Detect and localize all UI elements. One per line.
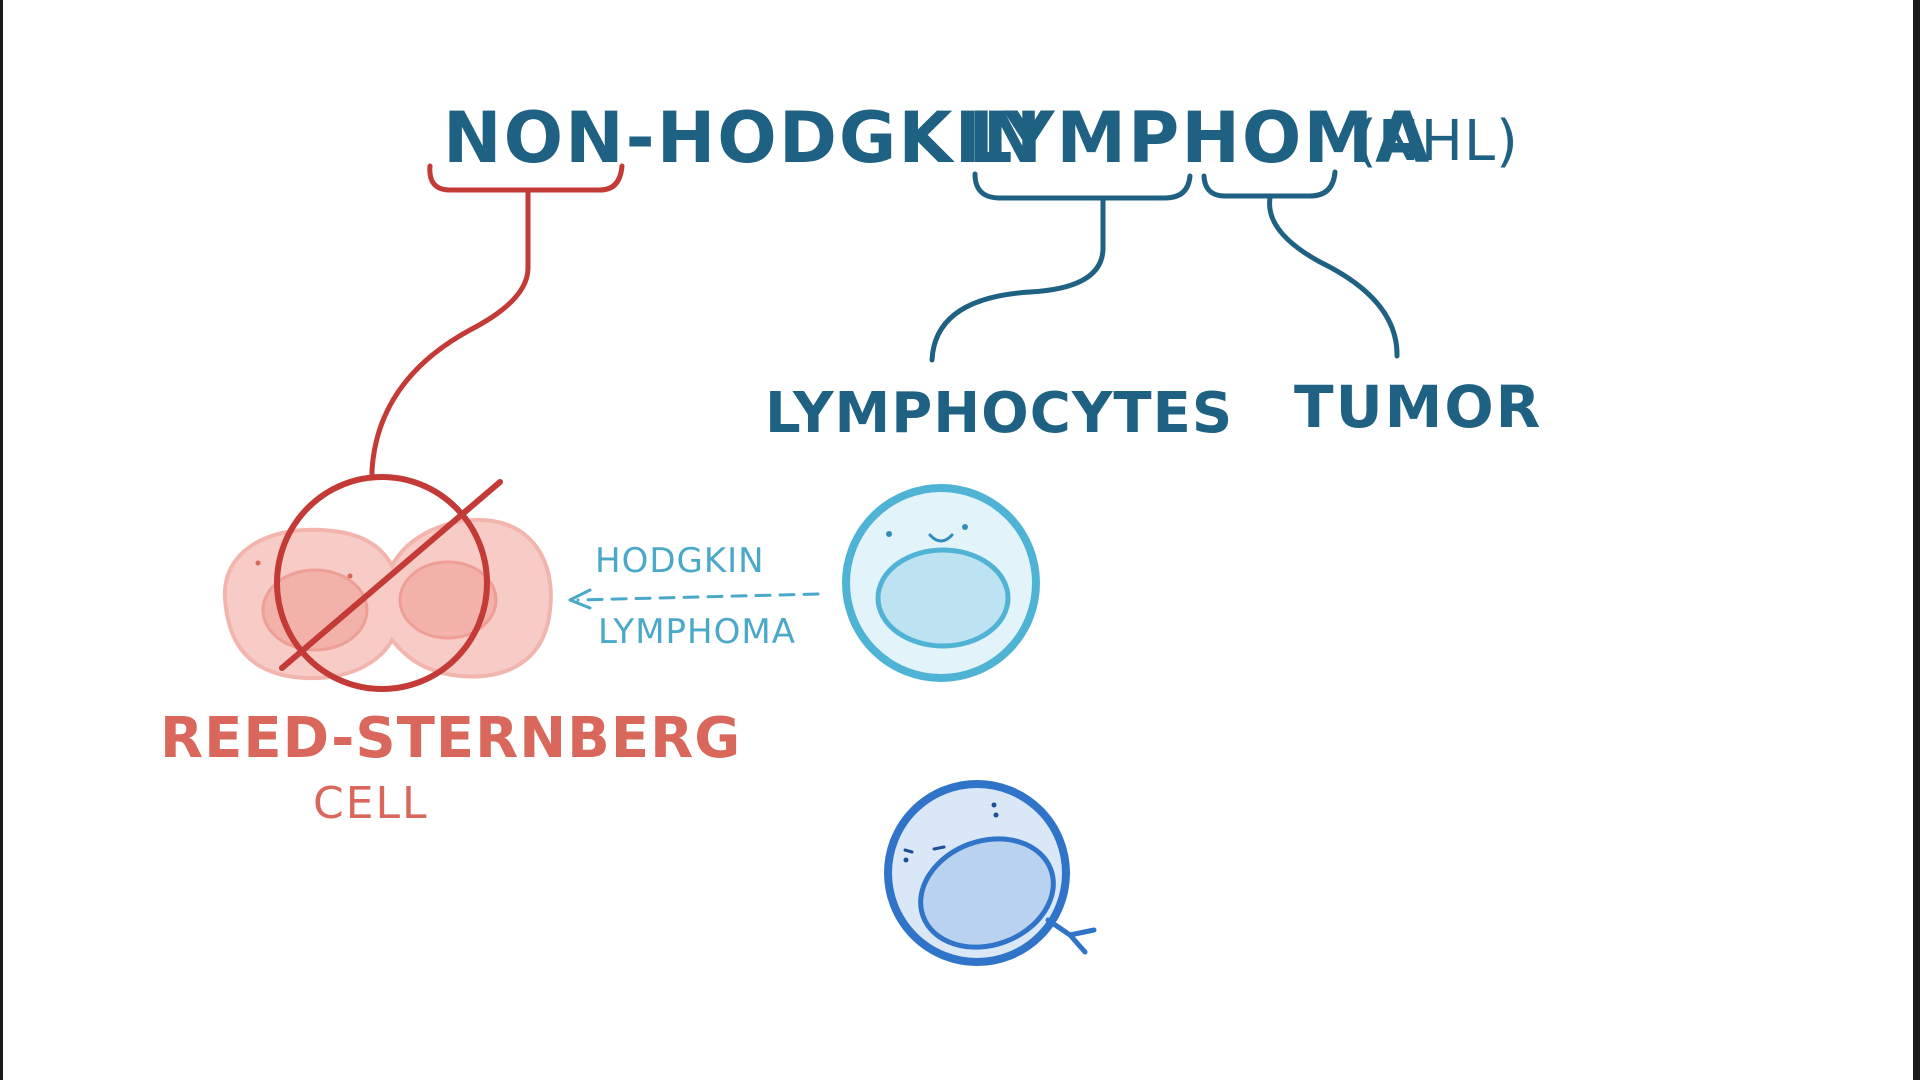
- lymph-light-eye-right: [962, 524, 968, 530]
- lymph-dark-tail: [1045, 917, 1097, 955]
- label-tumor: TUMOR: [1294, 373, 1542, 441]
- lymph-dark-eye-dot: [903, 857, 909, 863]
- lymph-dark-brow-2: [993, 812, 999, 818]
- lymph-dark-brow-1: [991, 802, 997, 808]
- oma-brace: [1201, 169, 1338, 199]
- frame-border-right: [1913, 0, 1920, 1080]
- non-bracket: [369, 163, 625, 481]
- prohibition-icon: [274, 474, 503, 692]
- rs-eye-left: [255, 560, 261, 566]
- lymph-dark-eye-left: [903, 848, 914, 854]
- title-abbrev: (NHL): [1355, 109, 1519, 174]
- rs-nucleus-right: [398, 560, 498, 640]
- arrow-dashed-line: [576, 592, 820, 602]
- lymphoma-brackets: [929, 169, 1400, 363]
- lymph-dark-eye-right: [932, 845, 946, 851]
- hodgkin-arrow: HODGKIN LYMPHOMA: [568, 541, 820, 652]
- lymph-light-smile: [928, 533, 954, 543]
- non-brace: [427, 163, 625, 193]
- non-connector: [369, 187, 531, 481]
- label-reed-sternberg: REED-STERNBERG: [160, 706, 741, 771]
- arrow-head-icon: [568, 588, 592, 610]
- lymph-light-eye-left: [886, 531, 892, 537]
- prohibition-circle: [274, 474, 490, 692]
- frame-border-left: [0, 0, 3, 1080]
- lymph-dark-nucleus: [918, 836, 1056, 950]
- label-lymphocytes: LYMPHOCYTES: [765, 381, 1233, 446]
- arrow-label-hodgkin: HODGKIN: [595, 541, 765, 581]
- label-cell: CELL: [313, 778, 429, 829]
- reed-sternberg-cell-icon: [222, 517, 553, 681]
- lymph-brace: [972, 171, 1193, 201]
- lymphocyte-light-icon: [842, 484, 1040, 682]
- arrow-label-lymphoma: LYMPHOMA: [598, 612, 796, 652]
- oma-connector: [1267, 195, 1400, 359]
- prohibition-slash: [279, 479, 503, 671]
- lymph-connector: [929, 195, 1106, 363]
- rs-eye-right: [347, 573, 353, 579]
- title-non-hodgkin: NON-HODGKIN: [443, 97, 1043, 179]
- lymphocyte-dark-icon: [884, 780, 1097, 966]
- lymph-light-nucleus: [875, 547, 1011, 649]
- title: NON-HODGKIN LYMPHOMA (NHL): [443, 97, 1519, 179]
- title-lymphoma: LYMPHOMA: [968, 97, 1431, 179]
